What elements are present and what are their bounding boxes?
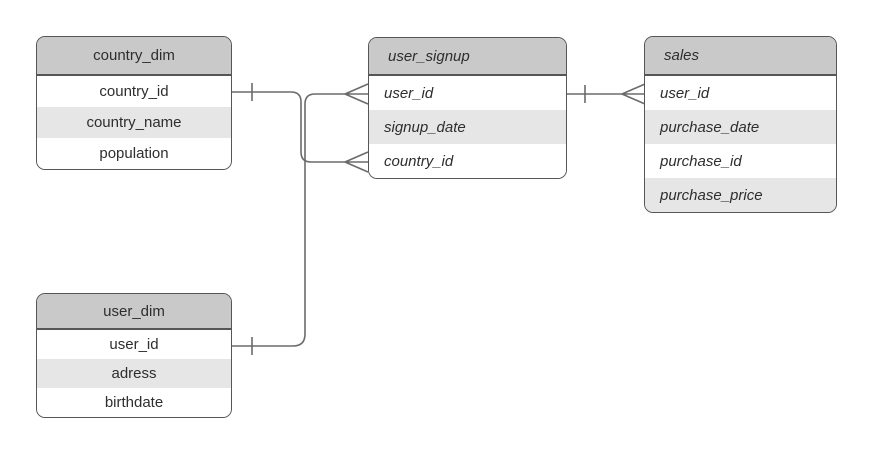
- crow-foot-icon: [344, 151, 369, 173]
- field-country_dim-population: population: [37, 138, 231, 169]
- crow-foot-icon: [344, 83, 369, 105]
- table-user_dim: user_dim user_id adress birthdate: [36, 293, 232, 418]
- field-country_dim-country_id: country_id: [37, 76, 231, 107]
- table-title: country_dim: [37, 37, 231, 76]
- field-sales-purchase_date: purchase_date: [645, 110, 836, 144]
- field-user_dim-adress: adress: [37, 359, 231, 388]
- table-title: user_dim: [37, 294, 231, 330]
- relationship-country_dim-user_signup: [232, 83, 369, 173]
- field-user_signup-user_id: user_id: [369, 76, 566, 110]
- relationship-user_signup-sales: [567, 83, 646, 105]
- crow-foot-icon: [621, 83, 646, 105]
- relationship-line: [232, 93, 345, 347]
- field-user_signup-country_id: country_id: [369, 144, 566, 178]
- field-country_dim-country_name: country_name: [37, 107, 231, 138]
- table-title: user_signup: [369, 38, 566, 76]
- field-sales-user_id: user_id: [645, 76, 836, 110]
- table-title: sales: [645, 37, 836, 76]
- table-user_signup: user_signup user_id signup_date country_…: [368, 37, 567, 179]
- field-sales-purchase_id: purchase_id: [645, 144, 836, 178]
- field-user_signup-signup_date: signup_date: [369, 110, 566, 144]
- relationship-user_dim-user_signup: [232, 83, 369, 355]
- table-sales: sales user_id purchase_date purchase_id …: [644, 36, 837, 213]
- field-user_dim-user_id: user_id: [37, 330, 231, 359]
- relationship-line: [232, 91, 345, 163]
- table-country_dim: country_dim country_id country_name popu…: [36, 36, 232, 170]
- field-sales-purchase_price: purchase_price: [645, 178, 836, 212]
- field-user_dim-birthdate: birthdate: [37, 388, 231, 417]
